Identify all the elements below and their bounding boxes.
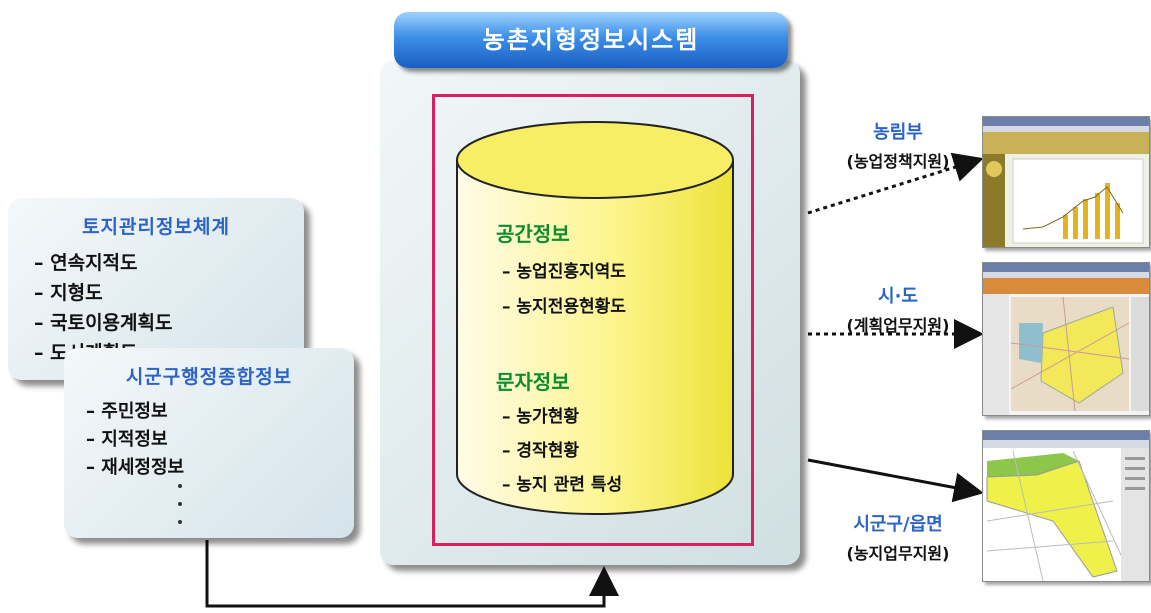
attribute-info-heading: 문자정보 bbox=[496, 370, 570, 394]
ellipsis-dot bbox=[178, 520, 182, 524]
map-screenshot-thumbnail bbox=[982, 262, 1150, 416]
arrow-to-district bbox=[807, 458, 984, 503]
admin-integrated-list: – 주민정보 – 지적정보 – 재세정정보 bbox=[86, 398, 184, 482]
feedback-line bbox=[205, 540, 619, 608]
ellipsis-dot bbox=[178, 502, 182, 506]
output-label-ministry: 농림부 (농업정책지원) bbox=[846, 122, 950, 171]
chart-screenshot-thumbnail bbox=[982, 116, 1150, 248]
database-cylinder-icon bbox=[456, 121, 734, 515]
list-item: – 주민정보 bbox=[86, 401, 168, 422]
list-item: – 농업진흥지역도 bbox=[502, 262, 626, 282]
database-frame bbox=[432, 94, 754, 546]
arrow-to-ministry bbox=[807, 152, 984, 215]
admin-integrated-title: 시군구행정종합정보 bbox=[125, 366, 293, 388]
ellipsis-dot bbox=[178, 484, 182, 488]
admin-integrated-info-box: 시군구행정종합정보 – 주민정보 – 지적정보 – 재세정정보 bbox=[64, 348, 354, 538]
output-label-district: 시군구/읍면 (농지업무지원) bbox=[846, 514, 950, 563]
list-item: – 경작현황 bbox=[502, 441, 579, 461]
list-item: – 지적정보 bbox=[86, 429, 168, 450]
chart-screenshot-image bbox=[983, 117, 1149, 247]
system-title: 농촌지형정보시스템 bbox=[394, 12, 788, 68]
list-item: – 농지전용현황도 bbox=[502, 297, 626, 317]
list-item: – 재세정정보 bbox=[86, 457, 185, 478]
list-item: – 농지 관련 특성 bbox=[502, 475, 623, 495]
list-item: – 농가현황 bbox=[502, 407, 579, 427]
spatial-info-heading: 공간정보 bbox=[496, 222, 570, 246]
parcel-map-screenshot-thumbnail bbox=[982, 430, 1150, 582]
output-label-province: 시·도 (계획업무지원) bbox=[846, 286, 950, 335]
parcel-map-screenshot-image bbox=[983, 431, 1149, 581]
list-item: – 국토이용계획도 bbox=[34, 312, 173, 334]
list-item: – 지형도 bbox=[34, 282, 103, 304]
land-management-title: 토지관리정보체계 bbox=[82, 216, 230, 238]
list-item: – 연속지적도 bbox=[34, 252, 138, 274]
map-screenshot-image bbox=[983, 263, 1149, 415]
